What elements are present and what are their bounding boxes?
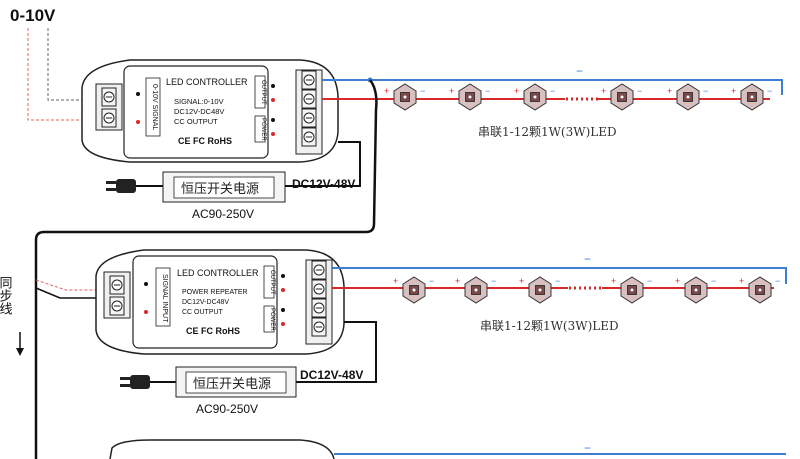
svg-text:+: + bbox=[384, 86, 389, 96]
led-1-4: +− bbox=[601, 83, 642, 111]
plug-icon bbox=[120, 375, 150, 389]
svg-text:+: + bbox=[731, 86, 736, 96]
led-2-6: +− bbox=[739, 276, 780, 304]
svg-text:−: − bbox=[420, 86, 425, 96]
string-1-caption: 串联1-12颗1W(3W)LED bbox=[478, 125, 617, 139]
sync-input-red bbox=[35, 279, 104, 291]
string-2-minus: − bbox=[584, 252, 591, 266]
led-2-2: +− bbox=[455, 276, 496, 304]
psu-1-dc-wire bbox=[285, 141, 361, 187]
string-1-return-wire bbox=[322, 79, 783, 95]
svg-text:+: + bbox=[675, 276, 680, 286]
controller-3-partial: − bbox=[109, 439, 786, 459]
svg-text:−: − bbox=[550, 86, 555, 96]
svg-text:−: − bbox=[647, 276, 652, 286]
input-label: 0-10V bbox=[10, 6, 56, 25]
svg-text:−: − bbox=[491, 276, 496, 286]
controller-2-input-tag: SIGNAL INPUT bbox=[161, 274, 168, 323]
controller-2-line1: POWER REPEATER bbox=[182, 289, 248, 296]
led-2-3: +− bbox=[519, 276, 560, 304]
led-1-6: +− bbox=[731, 83, 772, 111]
controller-1-title: LED CONTROLLER bbox=[166, 77, 248, 87]
controller-1-input-tag: 0-10V SIGNAL bbox=[151, 84, 158, 130]
led-1-3: +− bbox=[514, 83, 555, 111]
led-string-2: +− +− +− +− +− +− bbox=[393, 276, 780, 304]
controller-1-output-tag: OUTPUT bbox=[260, 80, 266, 105]
psu-2-label: 恒压开关电源 bbox=[193, 377, 271, 392]
controller-1-line2: DC12V-DC48V bbox=[174, 107, 224, 116]
svg-text:−: − bbox=[429, 276, 434, 286]
controller-1-power-tag: POWER bbox=[260, 118, 266, 141]
led-1-2: +− bbox=[449, 83, 490, 111]
sync-arrow-head bbox=[16, 348, 24, 356]
psu-1: 恒压开关电源 bbox=[162, 171, 286, 203]
svg-text:−: − bbox=[711, 276, 716, 286]
controller-2-title: LED CONTROLLER bbox=[177, 268, 259, 278]
led-1-1: +− bbox=[384, 83, 425, 111]
sync-input-wire bbox=[35, 287, 104, 299]
psu-2-ac-label: AC90-250V bbox=[196, 402, 258, 416]
svg-text:+: + bbox=[449, 86, 454, 96]
led-2-5: +− bbox=[675, 276, 716, 304]
svg-text:+: + bbox=[739, 276, 744, 286]
controller-1-line1: SIGNAL:0-10V bbox=[174, 97, 224, 106]
svg-text:−: − bbox=[775, 276, 780, 286]
svg-text:+: + bbox=[393, 276, 398, 286]
svg-text:−: − bbox=[485, 86, 490, 96]
controller-2: SIGNAL INPUT LED CONTROLLER POWER REPEAT… bbox=[95, 249, 345, 355]
svg-text:+: + bbox=[601, 86, 606, 96]
controller-1-line3: CC OUTPUT bbox=[174, 117, 218, 126]
svg-text:+: + bbox=[667, 86, 672, 96]
svg-text:+: + bbox=[514, 86, 519, 96]
svg-text:+: + bbox=[519, 276, 524, 286]
sync-line bbox=[34, 79, 378, 459]
plug-icon bbox=[106, 179, 136, 193]
string-2-return-wire bbox=[332, 267, 787, 284]
svg-text:+: + bbox=[611, 276, 616, 286]
svg-text:−: − bbox=[637, 86, 642, 96]
svg-text:−: − bbox=[555, 276, 560, 286]
led-2-1: +− bbox=[393, 276, 434, 304]
controller-2-certs: CE FC RoHS bbox=[186, 326, 240, 336]
controller-1-certs: CE FC RoHS bbox=[178, 136, 232, 146]
psu-1-ac-label: AC90-250V bbox=[192, 207, 254, 221]
string-1-minus: − bbox=[576, 64, 583, 78]
svg-text:+: + bbox=[455, 276, 460, 286]
string-2-caption: 串联1-12颗1W(3W)LED bbox=[480, 319, 619, 333]
led-2-4: +− bbox=[611, 276, 652, 304]
psu-2-dc-label: DC12V-48V bbox=[300, 368, 363, 382]
psu-1-dc-label: DC12V-48V bbox=[292, 177, 355, 191]
controller-2-output-tag: OUTPUT bbox=[269, 270, 275, 295]
controller-2-line2: DC12V-DC48V bbox=[182, 299, 229, 306]
psu-2: 恒压开关电源 bbox=[175, 366, 297, 398]
svg-text:−: − bbox=[767, 86, 772, 96]
svg-text:−: − bbox=[584, 441, 591, 455]
controller-2-line3: CC OUTPUT bbox=[182, 309, 224, 316]
controller-1: 0-10V SIGNAL LED CONTROLLER SIGNAL:0-10V… bbox=[81, 59, 339, 163]
psu-2-dc-wire bbox=[296, 321, 377, 383]
input-wire-red bbox=[27, 28, 100, 121]
led-string-1: +− +− +− +− +− +− bbox=[384, 83, 772, 111]
psu-1-label: 恒压开关电源 bbox=[181, 182, 259, 197]
sync-label: 同步线 bbox=[0, 276, 12, 315]
svg-text:−: − bbox=[703, 86, 708, 96]
controller-2-power-tag: POWER bbox=[269, 308, 275, 331]
led-1-5: +− bbox=[667, 83, 708, 111]
